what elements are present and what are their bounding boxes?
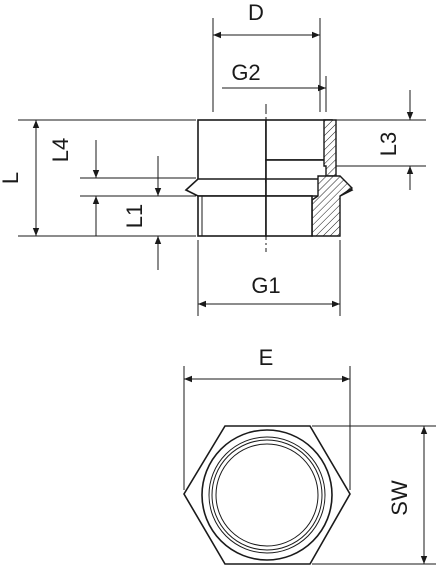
section-hatch-upper	[323, 119, 337, 177]
dimension-l4: L4	[48, 138, 196, 236]
hex-nut-outline	[183, 425, 351, 565]
label-g1: G1	[251, 273, 280, 298]
dimension-g1: G1	[197, 240, 341, 316]
dimension-l: L	[0, 119, 196, 237]
dimension-d: D	[212, 0, 321, 112]
label-l3: L3	[376, 132, 401, 156]
label-e: E	[259, 345, 274, 370]
dimension-e: E	[183, 345, 351, 490]
label-l1: L1	[122, 204, 147, 228]
section-hatch-lower	[311, 175, 354, 237]
dimension-l1: L1	[122, 156, 162, 270]
front-view	[183, 425, 351, 565]
side-view	[184, 104, 354, 252]
label-l: L	[0, 172, 23, 184]
label-l4: L4	[48, 138, 73, 162]
label-d: D	[248, 0, 264, 25]
dimension-sw: SW	[312, 425, 436, 565]
dimension-g2: G2	[222, 60, 327, 112]
label-g2: G2	[231, 60, 260, 85]
label-sw: SW	[387, 480, 412, 516]
dimension-l3: L3	[336, 90, 426, 190]
